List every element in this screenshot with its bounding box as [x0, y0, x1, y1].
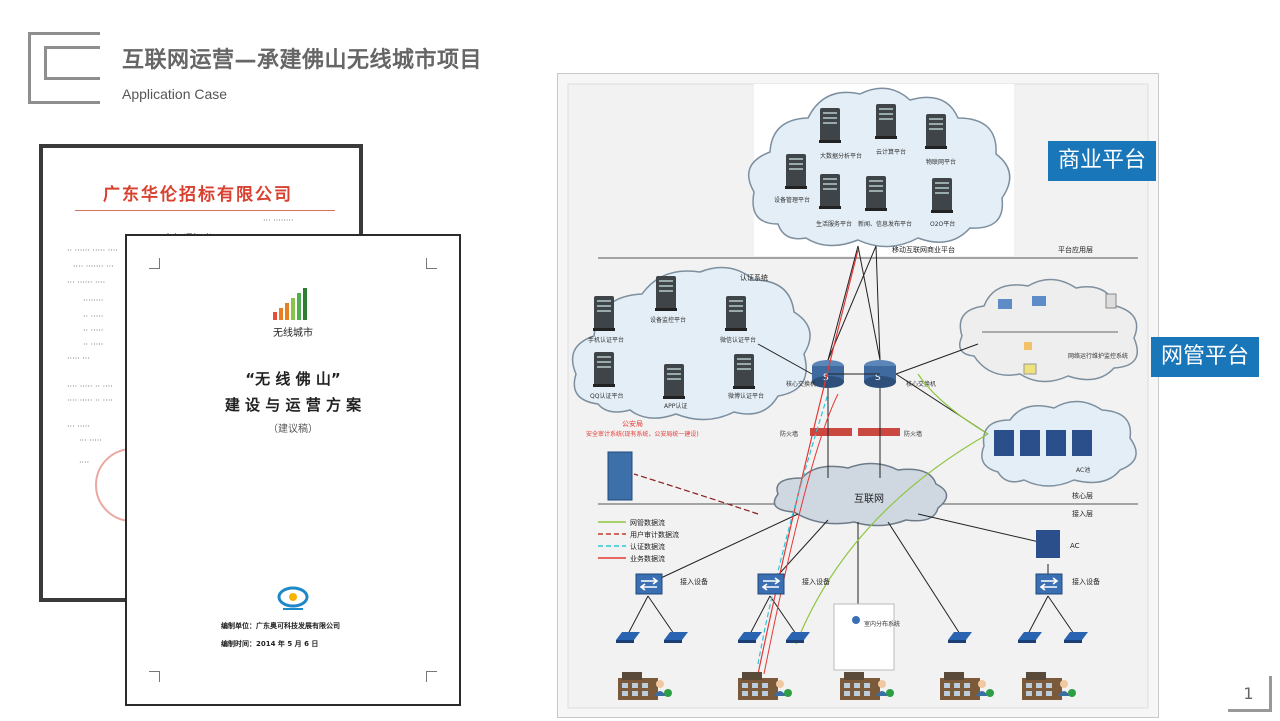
server-big-data-icon: [819, 108, 841, 143]
label-access-layer: 接入层: [1072, 509, 1093, 518]
label-iot: 物联网平台: [926, 158, 956, 166]
label-audit-note: 安全审计系统(现有系统，公安局统一建设): [586, 430, 699, 438]
label-device-mgmt: 设备管理平台: [774, 196, 810, 204]
proposal-cover-document: 无线城市 “无 线 佛 山” 建 设 与 运 营 方 案 （建议稿） 编制单位：…: [125, 234, 461, 706]
ac-unit-3-icon: [1046, 430, 1066, 456]
label-app-auth: APP认证: [664, 402, 687, 410]
page-subtitle: Application Case: [122, 86, 228, 102]
server-life-icon: [819, 174, 841, 209]
label-wechat-auth: 微信认证平台: [720, 336, 756, 344]
audit-server-icon: [607, 451, 633, 501]
legend-business: 业务数据流: [630, 554, 665, 563]
label-indoor-system: 室内分布系统: [864, 620, 900, 628]
label-device-monitor: 设备监控平台: [650, 316, 686, 324]
legend-auth: 认证数据流: [630, 542, 665, 551]
cover-draft-label: （建议稿）: [268, 424, 318, 435]
slide-number: 1: [1228, 676, 1272, 712]
label-core-switch-right: 核心交换机: [906, 380, 936, 388]
label-access-device-3: 接入设备: [1072, 577, 1100, 586]
ac-controller-icon: [1036, 530, 1060, 558]
server-app-auth-icon: [663, 364, 685, 399]
label-big-data: 大数据分析平台: [820, 152, 862, 160]
server-news-icon: [865, 176, 887, 211]
server-iot-icon: [925, 114, 947, 149]
logo-frame-inner: [44, 46, 100, 80]
legend-audit: 用户审计数据流: [630, 530, 679, 539]
access-switch-3-icon: [1035, 573, 1063, 595]
label-life: 生活服务平台: [816, 220, 852, 228]
server-qq-auth-icon: [593, 352, 615, 387]
network-platform-badge: 网管平台: [1151, 337, 1260, 377]
logo-frame-outer: [28, 32, 100, 104]
label-auth-system: 认证系统: [740, 273, 768, 282]
access-switch-2-icon: [757, 573, 785, 595]
server-wechat-auth-icon: [725, 296, 747, 331]
legend-mgmt: 网管数据流: [630, 518, 665, 527]
ac-unit-4-icon: [1072, 430, 1092, 456]
label-ac-pool: AC池: [1076, 466, 1090, 474]
server-o2o-icon: [931, 178, 953, 213]
business-platform-badge: 商业平台: [1048, 141, 1157, 181]
label-mobile-platform: 移动互联网商业平台: [892, 245, 955, 254]
label-firewall-left: 防火墙: [780, 430, 798, 438]
cover-date: 编制时间：2014 年 5 月 6 日: [221, 640, 319, 648]
firewall-left-icon: [810, 428, 852, 436]
label-cloud: 云计算平台: [876, 148, 906, 156]
cover-org: 编制单位：广东奥可科技发展有限公司: [221, 622, 340, 630]
server-phone-auth-icon: [593, 296, 615, 331]
cover-title-line1: “无 线 佛 山”: [245, 370, 341, 388]
label-access-device-2: 接入设备: [802, 577, 830, 586]
label-public-security: 公安局: [622, 419, 643, 428]
ac-unit-2-icon: [1020, 430, 1040, 456]
signal-bars-icon: [273, 288, 307, 320]
label-core-switch-left: 核心交换机: [786, 380, 816, 388]
label-internet: 互联网: [854, 493, 884, 505]
server-device-mgmt-icon: [785, 154, 807, 189]
company-logo-icon: [277, 586, 309, 610]
access-switch-1-icon: [635, 573, 663, 595]
notice-company-name: 广东华伦招标有限公司: [103, 185, 293, 205]
label-o2o: O2O平台: [930, 220, 955, 228]
label-core-layer: 核心层: [1072, 491, 1093, 500]
server-cloud-icon: [875, 104, 897, 139]
label-weibo-auth: 微博认证平台: [728, 392, 764, 400]
label-ac: AC: [1070, 542, 1080, 550]
flow-legend: 网管数据流 用户审计数据流 认证数据流 业务数据流: [598, 518, 679, 563]
core-switch-right-icon: S: [864, 360, 896, 388]
label-qq-auth: QQ认证平台: [590, 392, 623, 400]
page-title: 互联网运营—承建佛山无线城市项目: [122, 48, 483, 73]
label-phone-auth: 手机认证平台: [588, 336, 624, 344]
label-access-device-1: 接入设备: [680, 577, 708, 586]
label-news: 新闻、信息发布平台: [858, 220, 912, 228]
ac-unit-1-icon: [994, 430, 1014, 456]
cover-title-line2: 建 设 与 运 营 方 案: [224, 396, 362, 414]
label-firewall-right: 防火墙: [904, 430, 922, 438]
svg-text:S: S: [875, 373, 881, 383]
server-device-monitor-icon: [655, 276, 677, 311]
brand-name: 无线城市: [273, 328, 313, 339]
server-weibo-auth-icon: [733, 354, 755, 389]
notice-divider: [75, 210, 335, 211]
label-platform-layer: 平台应用层: [1058, 245, 1093, 254]
firewall-right-icon: [858, 428, 900, 436]
label-network-mgmt: 网络运行维护监控系统: [1068, 352, 1128, 360]
network-topology-diagram: 大数据分析平台 云计算平台 物联网平台 设备管理平台 生活服务平台 新闻、信息发…: [557, 73, 1159, 718]
